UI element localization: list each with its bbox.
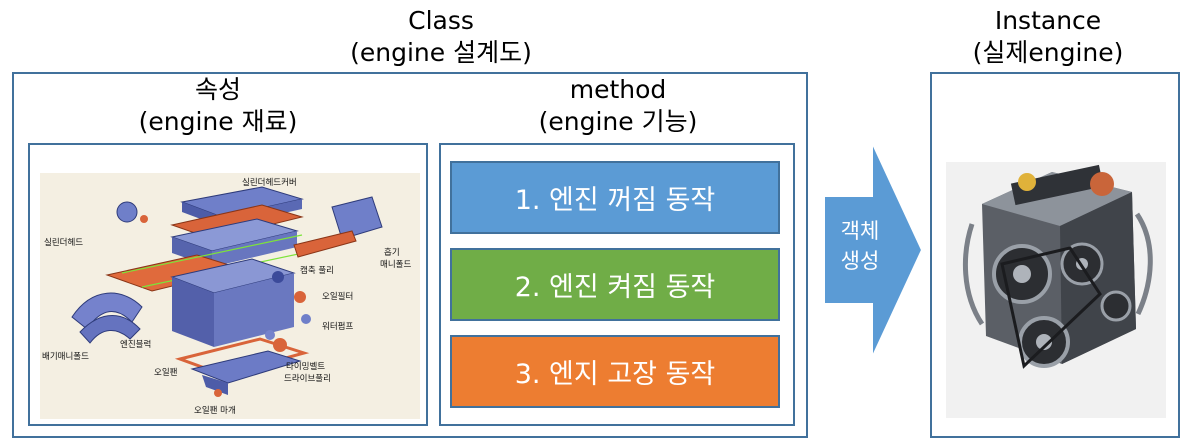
method-engine-off-label: 1. 엔진 꺼짐 동작 <box>514 185 716 216</box>
label-camshaft-pulley: 캠축 풀리 <box>300 265 334 276</box>
method-title-line1: method <box>569 75 667 104</box>
attributes-box: 실린더헤드커버 실린더헤드 흡기 매니폴드 캠축 풀리 오일필터 워터펌프 배기… <box>28 143 428 426</box>
create-object-arrow <box>823 141 924 359</box>
method-engine-on-label: 2. 엔진 켜짐 동작 <box>514 272 716 303</box>
arrow-label-line2: 생성 <box>840 249 880 273</box>
arrow-label: 객체 생성 <box>835 216 885 276</box>
attributes-title-line1: 속성 <box>194 75 241 104</box>
label-cylinder-head-cover: 실린더헤드커버 <box>242 177 297 188</box>
engine-photo <box>946 162 1166 418</box>
class-title-line1: Class <box>408 6 474 35</box>
label-timing-belt-1: 타이밍벨트 <box>286 361 325 372</box>
method-engine-off: 1. 엔진 꺼짐 동작 <box>450 161 780 234</box>
arrow-label-line1: 객체 <box>840 219 880 243</box>
method-title: method (engine 기능) <box>500 74 736 138</box>
method-engine-on: 2. 엔진 켜짐 동작 <box>450 248 780 321</box>
instance-title-line1: Instance <box>994 6 1102 35</box>
instance-title: Instance (실제engine) <box>930 5 1166 69</box>
label-oil-filter: 오일필터 <box>322 291 353 302</box>
class-title: Class (engine 설계도) <box>300 5 582 69</box>
label-oil-pan-cap: 오일팬 마개 <box>194 405 236 416</box>
attributes-title: 속성 (engine 재료) <box>100 74 336 138</box>
method-engine-fault: 3. 엔지 고장 동작 <box>450 335 780 408</box>
label-cylinder-head: 실린더헤드 <box>44 237 83 248</box>
instance-title-line2: (실제engine) <box>972 38 1124 67</box>
label-oil-pan: 오일팬 <box>154 368 178 378</box>
class-title-line2: (engine 설계도) <box>350 38 532 67</box>
engine-parts-diagram: 실린더헤드커버 실린더헤드 흡기 매니폴드 캠축 풀리 오일필터 워터펌프 배기… <box>40 173 420 419</box>
label-exhaust-manifold: 배기매니폴드 <box>42 351 89 362</box>
method-engine-fault-label: 3. 엔지 고장 동작 <box>514 359 716 390</box>
label-intake-manifold-2: 매니폴드 <box>380 259 411 270</box>
instance-box <box>930 72 1180 438</box>
label-water-pump: 워터펌프 <box>322 321 353 332</box>
label-timing-belt-2: 드라이브풀리 <box>284 373 331 384</box>
label-engine-block: 엔진블럭 <box>120 339 151 350</box>
method-title-line2: (engine 기능) <box>538 107 698 136</box>
attributes-title-line2: (engine 재료) <box>138 107 298 136</box>
label-intake-manifold-1: 흡기 <box>384 247 400 258</box>
